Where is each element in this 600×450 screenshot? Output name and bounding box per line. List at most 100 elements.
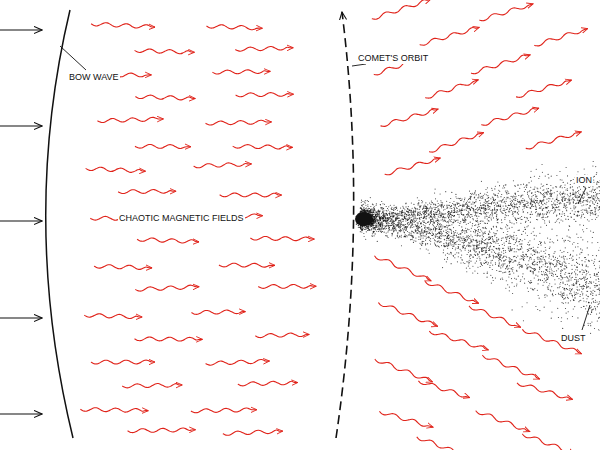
stipple-dot: [562, 201, 563, 202]
comet: [355, 161, 600, 345]
stipple-dot: [556, 220, 557, 221]
stipple-dot: [503, 199, 504, 200]
stipple-dot: [536, 215, 537, 216]
field-arrow: [534, 27, 589, 47]
stipple-dot: [437, 222, 438, 223]
stipple-dot: [594, 176, 595, 177]
stipple-dot: [523, 200, 524, 201]
stipple-dot: [481, 198, 482, 199]
stipple-dot: [534, 198, 535, 199]
stipple-dot: [594, 199, 595, 200]
stipple-dot: [382, 203, 383, 204]
stipple-dot: [391, 207, 392, 208]
stipple-dot: [389, 215, 390, 216]
stipple-dot: [488, 200, 489, 201]
stipple-dot: [579, 224, 580, 225]
field-arrow: [128, 428, 196, 433]
stipple-dot: [557, 200, 558, 201]
stipple-dot: [380, 231, 381, 232]
stipple-dot: [497, 195, 498, 196]
stipple-dot: [484, 209, 485, 210]
stipple-dot: [431, 214, 432, 215]
stipple-dot: [526, 201, 527, 202]
stipple-dot: [559, 193, 560, 194]
stipple-dot: [501, 194, 502, 195]
stipple-dot: [573, 207, 574, 208]
stipple-dot: [455, 220, 456, 221]
stipple-dot: [441, 207, 442, 208]
stipple-dot: [435, 204, 436, 205]
stipple-dot: [561, 219, 562, 220]
stipple-dot: [596, 207, 597, 208]
stipple-dot: [577, 191, 578, 192]
stipple-dot: [379, 213, 380, 214]
stipple-dot: [373, 208, 374, 209]
stipple-dot: [501, 212, 502, 213]
stipple-dot: [595, 166, 596, 167]
stipple-dot: [580, 201, 581, 202]
stipple-dot: [377, 211, 378, 212]
stipple-dot: [598, 198, 599, 199]
stipple-dot: [527, 212, 528, 213]
stipple-dot: [459, 214, 460, 215]
stipple-dot: [542, 201, 543, 202]
field-arrow: [94, 264, 152, 270]
stipple-dot: [471, 214, 472, 215]
stipple-dot: [492, 197, 493, 198]
stipple-dot: [535, 204, 536, 205]
stipple-dot: [559, 171, 560, 172]
stipple-dot: [372, 212, 373, 213]
stipple-dot: [441, 213, 442, 214]
stipple-dot: [555, 222, 556, 223]
stipple-dot: [493, 193, 494, 194]
stipple-dot: [585, 188, 586, 189]
stipple-dot: [530, 171, 531, 172]
stipple-dot: [418, 202, 419, 203]
stipple-dot: [536, 219, 537, 220]
stipple-dot: [596, 174, 597, 175]
stipple-dot: [539, 205, 540, 206]
stipple-dot: [383, 210, 384, 211]
stipple-dot: [449, 216, 450, 217]
stipple-dot: [365, 200, 366, 201]
solar-wind-arrows: [0, 30, 42, 414]
stipple-dot: [455, 206, 456, 207]
stipple-dot: [595, 197, 596, 198]
stipple-dot: [533, 189, 534, 190]
stipple-dot: [577, 211, 578, 212]
field-arrow: [97, 117, 163, 123]
stipple-dot: [597, 197, 598, 198]
stipple-dot: [367, 206, 368, 207]
stipple-dot: [362, 201, 363, 202]
stipple-dot: [582, 212, 583, 213]
stipple-dot: [528, 205, 529, 206]
stipple-dot: [500, 196, 501, 197]
stipple-dot: [377, 241, 378, 242]
stipple-dot: [515, 196, 516, 197]
stipple-dot: [546, 199, 547, 200]
stipple-dot: [517, 209, 518, 210]
stipple-dot: [511, 210, 512, 211]
stipple-dot: [406, 206, 407, 207]
stipple-dot: [439, 217, 440, 218]
stipple-dot: [541, 183, 542, 184]
stipple-dot: [546, 192, 547, 193]
stipple-dot: [544, 214, 545, 215]
stipple-dot: [528, 182, 529, 183]
stipple-dot: [527, 192, 528, 193]
stipple-dot: [598, 215, 599, 216]
field-arrow: [118, 189, 176, 193]
stipple-dot: [593, 182, 594, 183]
stipple-dot: [596, 200, 597, 201]
stipple-dot: [591, 195, 592, 196]
stipple-dot: [589, 201, 590, 202]
stipple-dot: [522, 198, 523, 199]
stipple-dot: [527, 203, 528, 204]
stipple-dot: [548, 177, 549, 178]
stipple-dot: [522, 202, 523, 203]
stipple-dot: [381, 232, 382, 233]
stipple-dot: [512, 197, 513, 198]
stipple-dot: [545, 176, 546, 177]
stipple-dot: [407, 214, 408, 215]
field-arrow: [193, 162, 251, 168]
